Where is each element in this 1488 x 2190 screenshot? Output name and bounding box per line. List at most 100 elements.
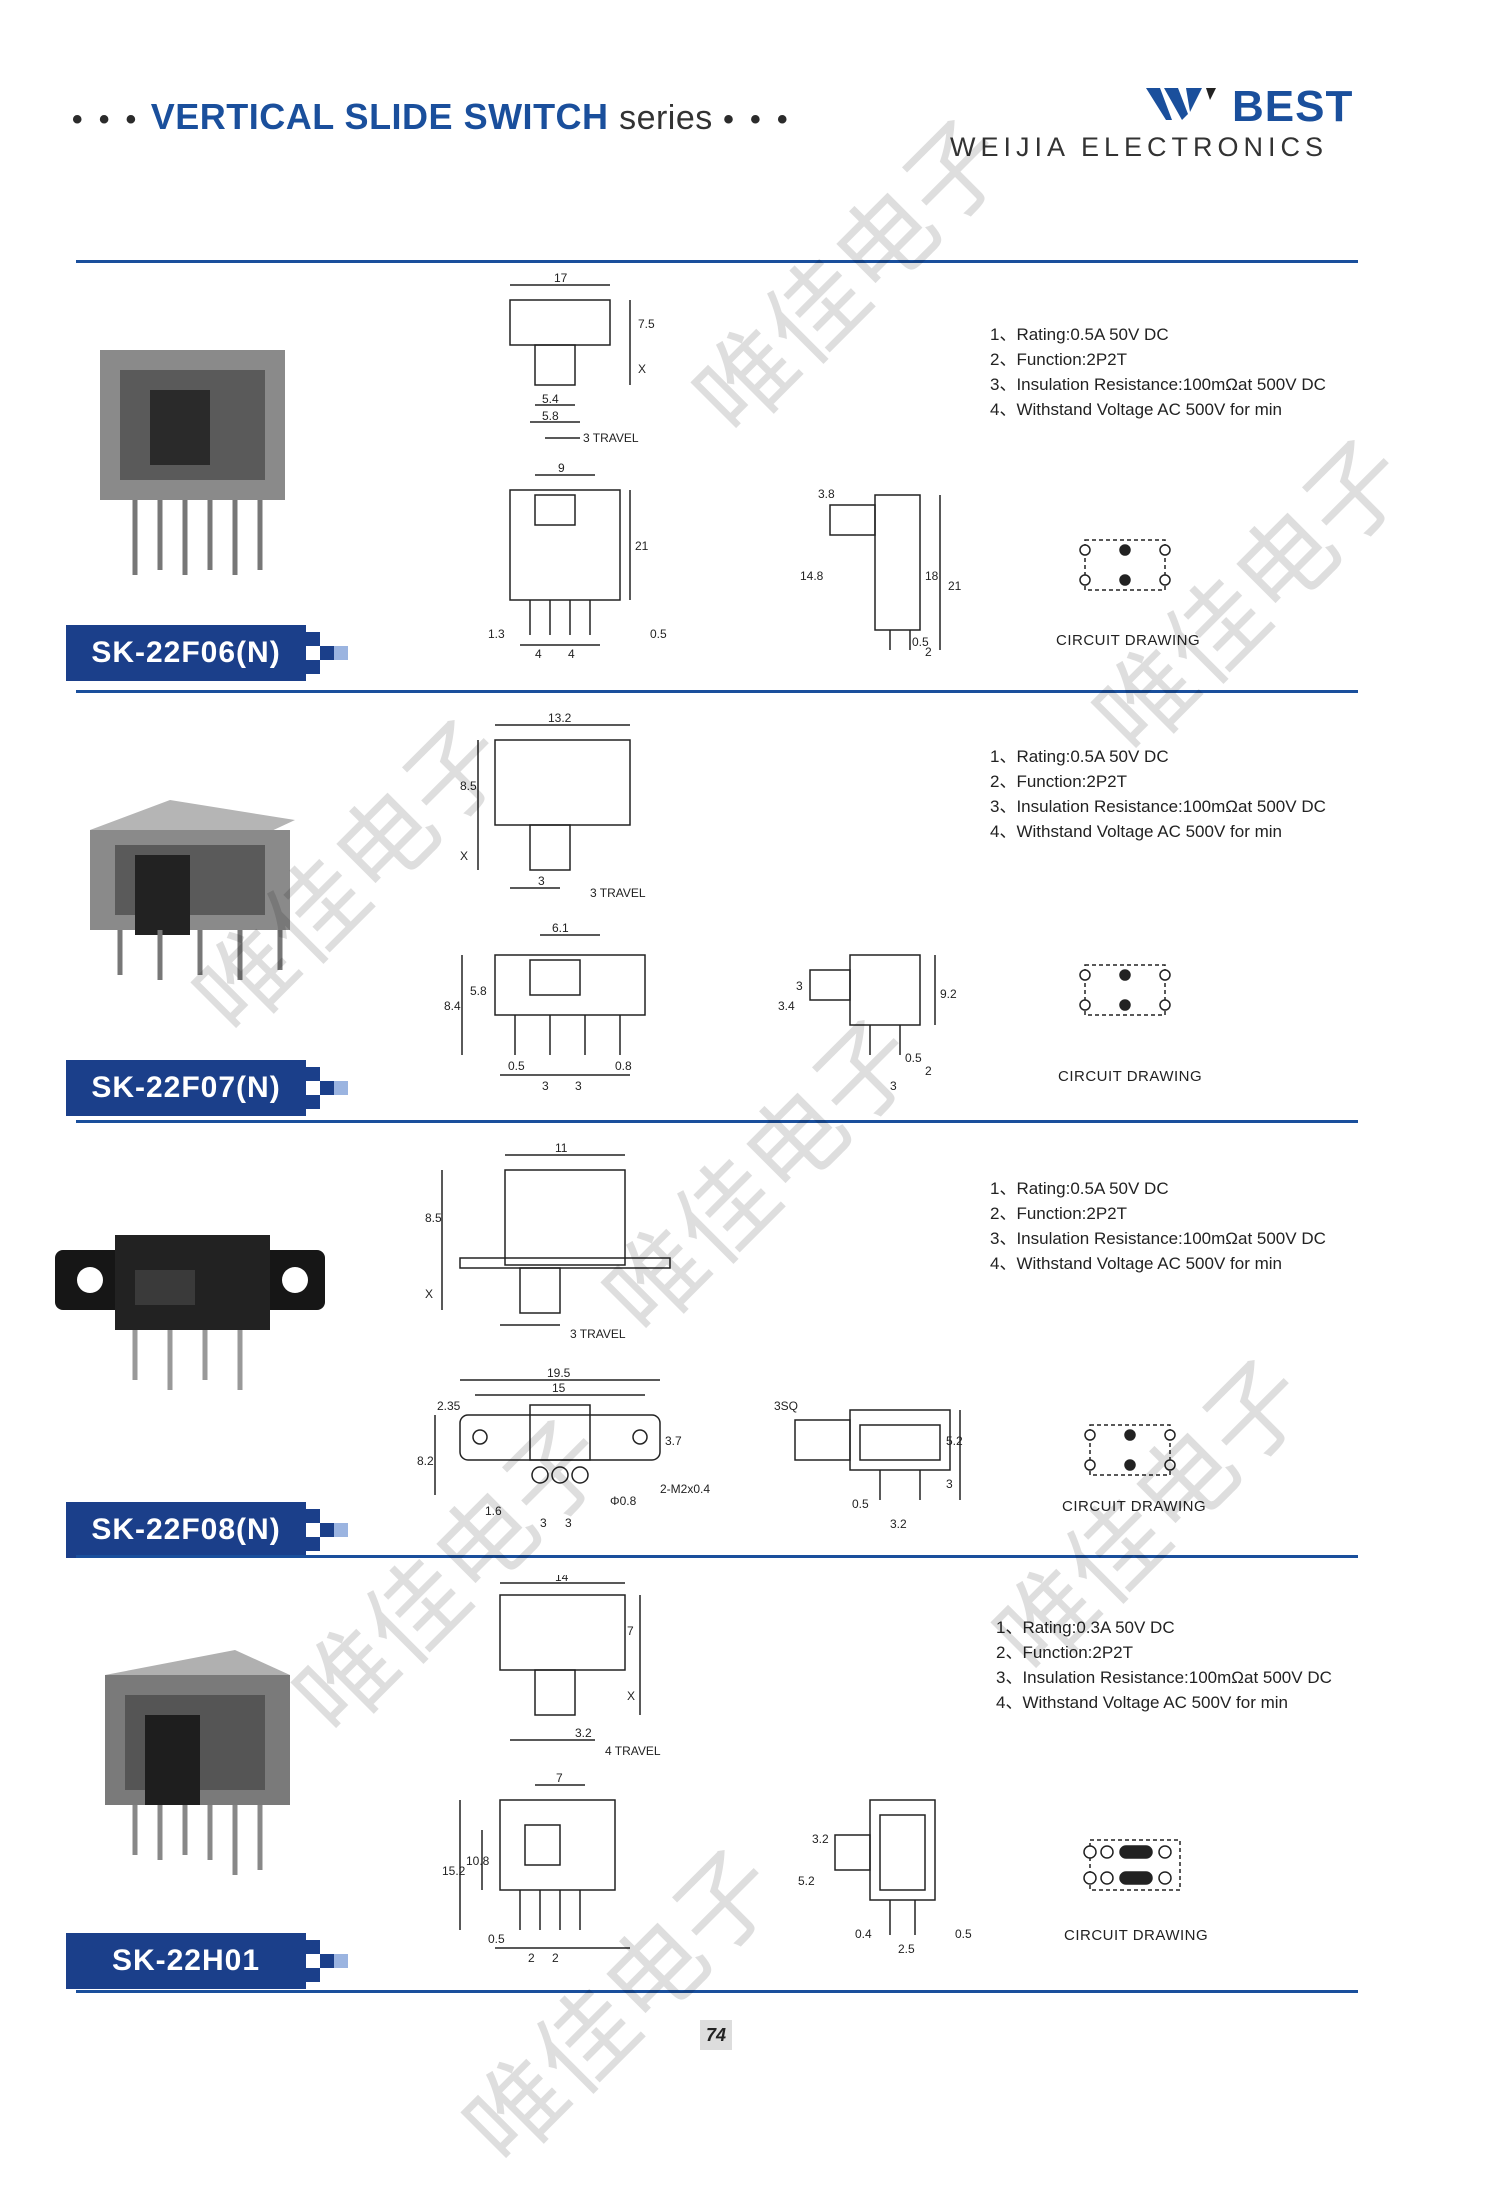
- svg-text:X: X: [638, 362, 646, 376]
- svg-text:3.2: 3.2: [812, 1832, 829, 1846]
- svg-text:4: 4: [535, 647, 542, 660]
- svg-text:0.5: 0.5: [905, 1051, 922, 1065]
- model-label: SK-22F07(N): [66, 1060, 306, 1116]
- svg-text:0.5: 0.5: [508, 1059, 525, 1073]
- svg-text:Φ0.8: Φ0.8: [610, 1494, 637, 1508]
- title-main: VERTICAL SLIDE SWITCH: [150, 96, 609, 137]
- dim-height: 7.5: [638, 317, 655, 331]
- svg-text:9.2: 9.2: [940, 987, 957, 1001]
- top-view-drawing: 14 7 X 3.2 4 TRAVEL: [499, 1575, 661, 1758]
- svg-text:5.8: 5.8: [542, 409, 559, 423]
- top-view-drawing: 11 8.5 X 3 TRAVEL: [425, 1141, 671, 1340]
- page-title: • • • VERTICAL SLIDE SWITCH series • • •: [72, 96, 791, 138]
- product-photo: [100, 350, 285, 575]
- circuit-drawing-icon: [1079, 539, 1171, 591]
- svg-text:8.2: 8.2: [417, 1454, 434, 1468]
- svg-text:15: 15: [552, 1381, 566, 1395]
- svg-text:2.5: 2.5: [898, 1942, 915, 1956]
- front-view-drawing: 6.1 8.4 5.8 0.5 3 3 0.8: [444, 921, 646, 1093]
- model-label: SK-22F08(N): [66, 1502, 306, 1558]
- section-rule: [76, 1120, 1358, 1123]
- side-view-drawing: 3.2 5.2 0.4 2.5 0.5: [798, 1799, 972, 1956]
- front-view-drawing: 9 21 1.3 4 4 0.5: [488, 461, 667, 660]
- front-view-drawing: 7 10.8 15.2 0.5 2 2: [442, 1771, 630, 1965]
- spec-voltage: 4、Withstand Voltage AC 500V for min: [990, 1254, 1282, 1273]
- brand-name: BEST: [1232, 82, 1354, 131]
- svg-text:3: 3: [890, 1079, 897, 1093]
- label-pixel-arrow: [306, 625, 366, 681]
- svg-text:0.5: 0.5: [852, 1497, 869, 1511]
- circuit-drawing-icon: [1079, 964, 1171, 1016]
- top-view-drawing: 13.2 8.5 X 3 3 TRAVEL: [460, 711, 646, 900]
- front-view-drawing: 19.5 15 2.35 8.2 3.7 1.6 3 3 Φ0.8 2-M2x0…: [417, 1366, 710, 1530]
- svg-text:10.8: 10.8: [466, 1854, 490, 1868]
- svg-text:3 TRAVEL: 3 TRAVEL: [590, 886, 646, 900]
- circuit-drawing-icon: [1083, 1839, 1181, 1891]
- spec-list: 1、Rating:0.3A 50V DC 2、Function:2P2T 3、I…: [996, 1615, 1332, 1715]
- spec-insulation: 3、Insulation Resistance:100mΩat 500V DC: [990, 375, 1326, 394]
- product-section-4: SK-22H01 14 7 X 3.2 4 TRAVEL 7 10.8 15.2…: [0, 1555, 1488, 1995]
- title-series: series: [619, 99, 713, 137]
- label-pixel-arrow: [306, 1933, 366, 1989]
- svg-text:2: 2: [528, 1951, 535, 1965]
- brand-subtitle: WEIJIA ELECTRONICS: [950, 132, 1329, 162]
- section-rule: [76, 1555, 1358, 1558]
- svg-text:4 TRAVEL: 4 TRAVEL: [605, 1744, 661, 1758]
- svg-text:3.8: 3.8: [818, 487, 835, 501]
- svg-text:2-M2x0.4: 2-M2x0.4: [660, 1482, 710, 1496]
- svg-text:2: 2: [925, 1064, 932, 1078]
- circuit-label: CIRCUIT DRAWING: [1056, 632, 1201, 649]
- svg-text:3: 3: [542, 1079, 549, 1093]
- svg-text:2: 2: [925, 645, 932, 659]
- svg-text:3: 3: [540, 1516, 547, 1530]
- svg-text:15.2: 15.2: [442, 1864, 466, 1878]
- spec-voltage: 4、Withstand Voltage AC 500V for min: [990, 822, 1282, 841]
- spec-insulation: 3、Insulation Resistance:100mΩat 500V DC: [990, 797, 1326, 816]
- page-number: 74: [700, 2020, 732, 2050]
- svg-text:0.5: 0.5: [912, 635, 929, 649]
- svg-text:8.4: 8.4: [444, 999, 461, 1013]
- svg-text:3: 3: [575, 1079, 582, 1093]
- svg-text:5.2: 5.2: [946, 1434, 963, 1448]
- svg-text:3.2: 3.2: [890, 1517, 907, 1531]
- section-rule: [76, 690, 1358, 693]
- svg-text:8.5: 8.5: [460, 779, 477, 793]
- spec-rating: 1、Rating:0.5A 50V DC: [990, 1179, 1169, 1198]
- svg-text:2.35: 2.35: [437, 1399, 461, 1413]
- svg-text:0.4: 0.4: [855, 1927, 872, 1941]
- side-view-drawing: 3 3.4 9.2 0.5 2 3: [778, 954, 957, 1093]
- svg-text:14.8: 14.8: [800, 569, 824, 583]
- spec-insulation: 3、Insulation Resistance:100mΩat 500V DC: [990, 1229, 1326, 1248]
- spec-rating: 1、Rating:0.5A 50V DC: [990, 747, 1169, 766]
- label-pixel-arrow: [306, 1502, 366, 1558]
- circuit-drawing-icon: [1084, 1424, 1176, 1476]
- svg-text:3: 3: [796, 979, 803, 993]
- svg-text:3.4: 3.4: [778, 999, 795, 1013]
- spec-insulation: 3、Insulation Resistance:100mΩat 500V DC: [996, 1668, 1332, 1687]
- svg-text:3: 3: [538, 874, 545, 888]
- svg-text:4: 4: [568, 647, 575, 660]
- svg-text:21: 21: [948, 579, 962, 593]
- svg-text:X: X: [425, 1287, 433, 1301]
- svg-text:0.5: 0.5: [955, 1927, 972, 1941]
- product-photo: [105, 1650, 290, 1875]
- spec-list: 1、Rating:0.5A 50V DC 2、Function:2P2T 3、I…: [990, 1176, 1326, 1276]
- circuit-label: CIRCUIT DRAWING: [1062, 1498, 1207, 1515]
- label-pixel-arrow: [306, 1060, 366, 1116]
- svg-text:2: 2: [552, 1951, 559, 1965]
- spec-function: 2、Function:2P2T: [990, 772, 1128, 791]
- spec-list: 1、Rating:0.5A 50V DC 2、Function:2P2T 3、I…: [990, 322, 1326, 422]
- svg-text:14: 14: [555, 1575, 569, 1584]
- model-label: SK-22F06(N): [66, 625, 306, 681]
- svg-text:3: 3: [565, 1516, 572, 1530]
- svg-text:X: X: [627, 1689, 635, 1703]
- svg-text:5.8: 5.8: [470, 984, 487, 998]
- header-rule: [76, 260, 1358, 263]
- title-dots-left: • • •: [72, 103, 141, 136]
- spec-function: 2、Function:2P2T: [996, 1643, 1134, 1662]
- spec-rating: 1、Rating:0.3A 50V DC: [996, 1618, 1175, 1637]
- svg-text:5.2: 5.2: [798, 1874, 815, 1888]
- svg-text:7: 7: [556, 1771, 563, 1785]
- product-section-3: SK-22F08(N) 11 8.5 X 3 TRAVEL 19.5 15 2.…: [0, 1120, 1488, 1558]
- product-section-1: SK-22F06(N) 17 7.5 X 5.4 5.8 3 TRAVEL: [0, 260, 1488, 690]
